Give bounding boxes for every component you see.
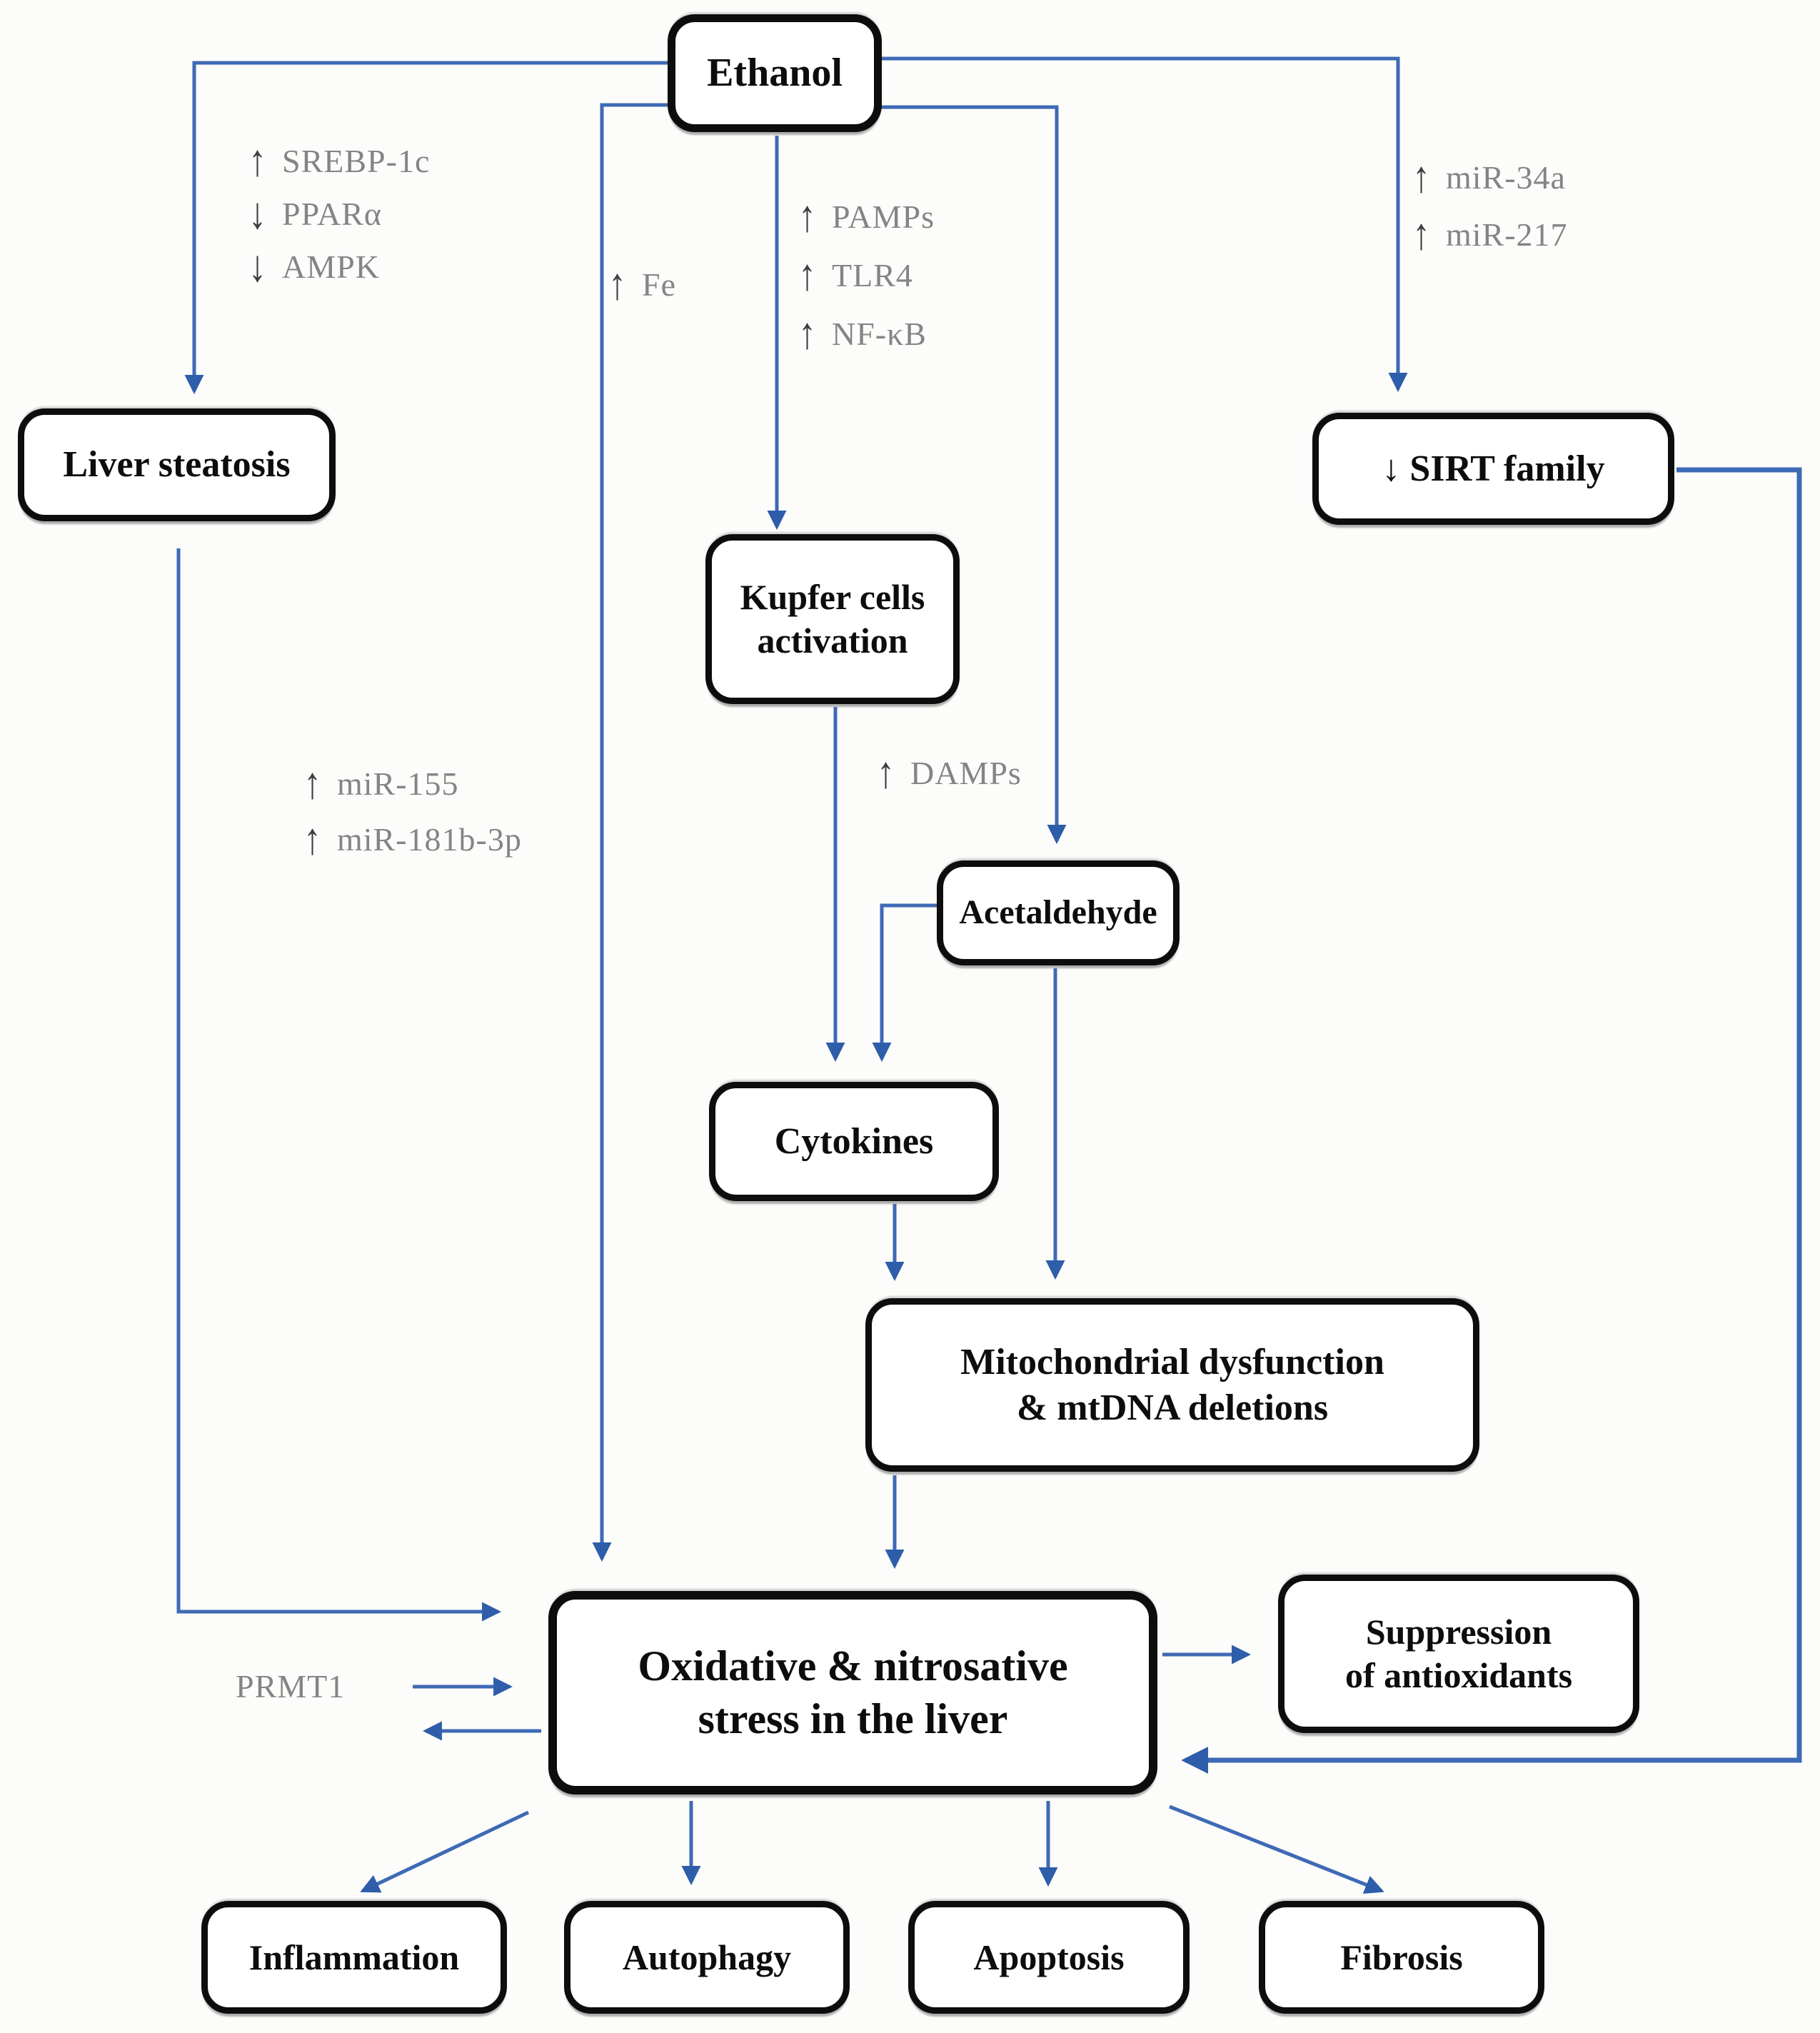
arrow-acetaldehyde-to-cytokines: [872, 903, 941, 1063]
node-oxidative-nitrosative-stress: Oxidative & nitrosative stress in the li…: [548, 1591, 1157, 1794]
up-arrow-icon: ↑: [1412, 151, 1430, 201]
node-mitochondrial-dysfunction: Mitochondrial dysfunction & mtDNA deleti…: [865, 1298, 1479, 1472]
annotation-srebp-ppar-ampk: ↑ SREBP-1c ↓ PPARα ↓ AMPK: [248, 134, 430, 293]
annotation-label: miR-217: [1446, 216, 1568, 253]
up-arrow-icon: ↑: [303, 813, 321, 863]
annotation-mir34a-mir217: ↑ miR-34a ↑ miR-217: [1412, 149, 1568, 263]
up-arrow-icon: ↑: [1412, 209, 1430, 258]
annotation-row: ↑ Fe: [608, 258, 676, 308]
node-sirt-family: ↓ SIRT family: [1312, 413, 1674, 525]
annotation-label: TLR4: [832, 257, 913, 293]
down-arrow-icon: ↓: [248, 241, 266, 291]
up-arrow-icon: ↑: [608, 258, 626, 308]
annotation-fe: ↑ Fe: [608, 258, 676, 308]
up-arrow-icon: ↑: [798, 249, 816, 299]
annotation-row: ↑ miR-181b-3p: [303, 811, 522, 867]
annotation-row: ↑ miR-155: [303, 756, 522, 811]
annotation-prmt1: PRMT1: [236, 1667, 345, 1705]
annotation-label: NF-κB: [832, 316, 927, 352]
arrow-ethanol-to-acetaldehyde: [880, 105, 1067, 845]
up-arrow-icon: ↑: [877, 747, 895, 797]
annotation-mir155-mir181b: ↑ miR-155 ↑ miR-181b-3p: [303, 756, 522, 867]
annotation-row: ↓ PPARα: [248, 187, 430, 240]
annotation-damps: ↑ DAMPs: [877, 747, 1022, 797]
node-suppression-of-antioxidants: Suppression of antioxidants: [1278, 1575, 1639, 1733]
node-liver-steatosis: Liver steatosis: [18, 408, 336, 521]
node-kupfer-cells-activation: Kupfer cells activation: [705, 534, 960, 704]
annotation-label: AMPK: [282, 249, 380, 285]
annotation-row: ↑ TLR4: [798, 246, 935, 304]
annotation-label: SREBP-1c: [282, 143, 431, 179]
arrow-ethanol-fe-to-oxidative: [592, 103, 668, 1562]
node-cytokines: Cytokines: [709, 1082, 999, 1201]
annotation-label: DAMPs: [910, 755, 1022, 791]
arrow-ethanol-to-liver-steatosis: [184, 61, 668, 395]
annotation-row: ↑ NF-κB: [798, 304, 935, 363]
node-inflammation: Inflammation: [201, 1901, 507, 2014]
annotation-label: PAMPs: [832, 199, 935, 235]
up-arrow-icon: ↑: [248, 135, 266, 185]
annotation-label: Fe: [642, 266, 676, 303]
node-fibrosis: Fibrosis: [1259, 1901, 1544, 2014]
annotation-label: miR-155: [337, 765, 459, 802]
annotation-label: PRMT1: [236, 1668, 346, 1705]
up-arrow-icon: ↑: [798, 308, 816, 358]
annotation-row: ↑ miR-34a: [1412, 149, 1568, 206]
annotation-row: ↑ SREBP-1c: [248, 134, 430, 187]
annotation-row: ↑ DAMPs: [877, 747, 1022, 797]
arrow-oxidative-to-fibrosis: [1169, 1804, 1384, 1894]
node-autophagy: Autophagy: [564, 1901, 850, 2014]
annotation-label: miR-34a: [1446, 159, 1566, 196]
arrow-liver-steatosis-to-oxidative: [176, 548, 502, 1622]
down-arrow-icon: ↓: [248, 188, 266, 238]
annotation-row: ↑ PAMPs: [798, 187, 935, 246]
up-arrow-icon: ↑: [303, 758, 321, 808]
arrow-oxidative-to-inflammation: [360, 1810, 530, 1893]
node-apoptosis: Apoptosis: [908, 1901, 1190, 2014]
annotation-pamps-tlr4-nfkb: ↑ PAMPs ↑ TLR4 ↑ NF-κB: [798, 187, 935, 363]
up-arrow-icon: ↑: [798, 191, 816, 241]
node-ethanol: Ethanol: [668, 14, 882, 132]
annotation-label: PPARα: [282, 196, 382, 232]
arrow-ethanol-to-sirt: [880, 56, 1408, 393]
annotation-row: ↑ miR-217: [1412, 206, 1568, 263]
annotation-row: ↓ AMPK: [248, 240, 430, 293]
annotation-label: miR-181b-3p: [337, 821, 522, 858]
arrow-sirt-to-oxidative: [1181, 467, 1802, 1774]
node-acetaldehyde: Acetaldehyde: [937, 860, 1180, 965]
